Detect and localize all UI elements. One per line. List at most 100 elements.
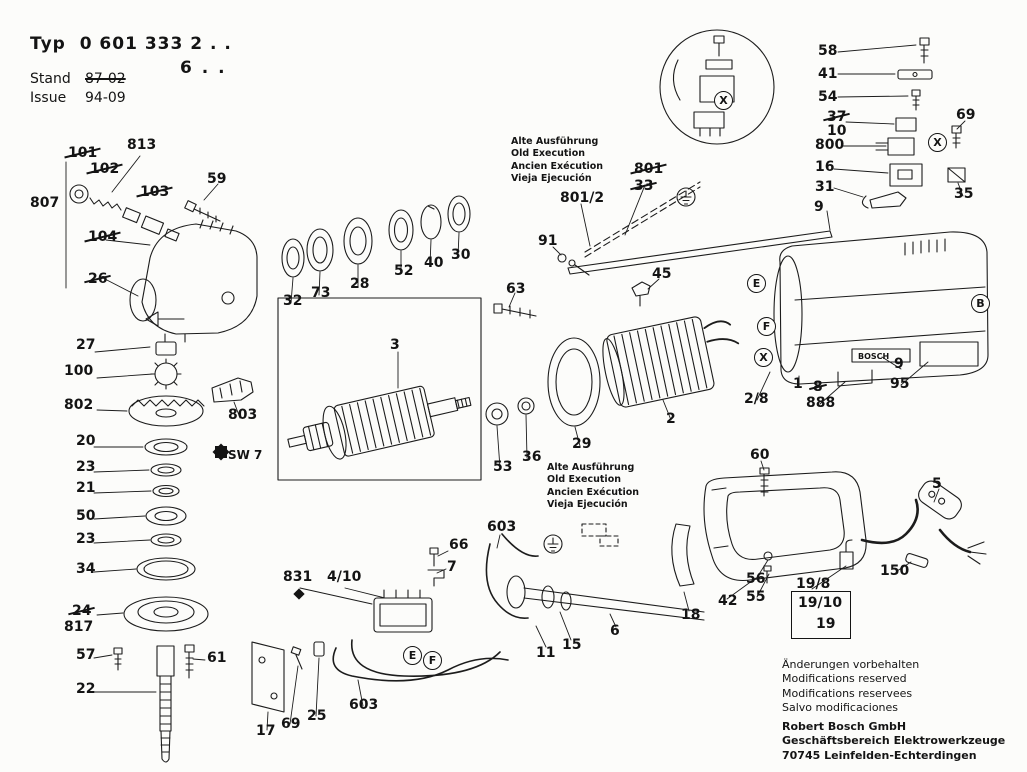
part-label-26: 26: [88, 271, 108, 287]
part-label-803: 803: [228, 407, 258, 423]
screw-59-drawing: [184, 200, 221, 223]
part-label-603b: 603: [487, 519, 517, 535]
footer-company: 70745 Leinfelden-Echterdingen: [782, 748, 977, 762]
part-label-802: 802: [64, 397, 94, 413]
part-label-1: 1: [793, 376, 803, 392]
part-label-55: 55: [746, 589, 766, 605]
part-label-18: 18: [681, 607, 701, 623]
part-label-19-10: 19/10: [798, 595, 843, 611]
star-marker-icon: [293, 588, 305, 600]
part-label-9-rod: 9: [814, 199, 824, 215]
callout-b: B: [971, 294, 990, 313]
switch-pushrod-drawing: [506, 575, 705, 621]
wiring-harness-drawing: [332, 523, 619, 682]
screw-63-drawing: [493, 303, 537, 319]
part-label-102: 102: [90, 161, 120, 177]
power-cord-plug-drawing: [860, 480, 987, 565]
stand-label: Stand: [30, 71, 71, 87]
footer-company: Robert Bosch GmbH: [782, 720, 907, 734]
callout-e-mid: E: [747, 274, 766, 293]
callout-e-bottom: E: [403, 646, 422, 665]
callout-f-mid: F: [757, 317, 776, 336]
part-label-40: 40: [424, 255, 444, 271]
part-label-813: 813: [127, 137, 157, 153]
air-deflector-ring-drawing: [547, 337, 601, 427]
note-line: Vieja Ejecución: [547, 499, 628, 511]
part-label-19-8: 19/8: [796, 576, 831, 592]
part-label-59: 59: [207, 171, 227, 187]
footer-line: Salvo modificaciones: [782, 700, 899, 714]
part-label-60: 60: [750, 447, 770, 463]
part-label-63: 63: [506, 281, 526, 297]
old-execution-note-1: Alte Ausführung Old Execution Ancien Exé…: [511, 136, 603, 185]
part-label-45: 45: [652, 266, 672, 282]
part-label-2-8: 2/8: [744, 391, 769, 407]
frame-19-box: [791, 591, 851, 639]
part-label-603a: 603: [349, 697, 379, 713]
part-label-150: 150: [880, 563, 910, 579]
part-label-23a: 23: [76, 459, 96, 475]
field-stator-drawing: [602, 316, 740, 408]
part-label-42: 42: [718, 593, 738, 609]
part-label-801: 801: [634, 161, 664, 177]
part-label-15: 15: [562, 637, 582, 653]
part-label-6: 6: [610, 623, 620, 639]
part-label-101: 101: [68, 145, 98, 161]
footer-line: Modifications reserved: [782, 672, 907, 686]
footer-legal-block: Änderungen vorbehalten Modifications res…: [782, 658, 1005, 763]
part-label-23b: 23: [76, 531, 96, 547]
callout-f-bottom: F: [423, 651, 442, 670]
part-label-5: 5: [932, 476, 942, 492]
part-label-25: 25: [307, 708, 327, 724]
bosch-nameplate-text: BOSCH: [858, 352, 889, 361]
brush-cap-drawing: [671, 523, 695, 587]
switch-parts-column-drawing: [861, 37, 966, 209]
brush-holder-rod-drawing: [567, 230, 833, 275]
part-label-104: 104: [88, 229, 118, 245]
small-fasteners-drawing: [290, 641, 325, 670]
issue-label: Issue: [30, 90, 67, 106]
callout-x-mid: X: [754, 348, 773, 367]
part-label-30: 30: [451, 247, 471, 263]
terminal-parts-91-drawing: [557, 253, 590, 276]
footer-company: Geschäftsbereich Elektrowerkzeuge: [782, 734, 1006, 748]
callout-x-right: X: [928, 133, 947, 152]
part-label-807: 807: [30, 195, 60, 211]
part-label-9-plate: 9: [894, 356, 904, 372]
part-label-11: 11: [536, 645, 556, 661]
part-label-27: 27: [76, 337, 96, 353]
note-line: Old Execution: [547, 474, 621, 486]
part-label-28: 28: [350, 276, 370, 292]
cable-sleeve-drawing: [905, 553, 929, 568]
part-label-32: 32: [283, 293, 303, 309]
part-label-33: 33: [634, 178, 654, 194]
armature-drawing: [287, 385, 472, 460]
stand-value: 87-02: [85, 71, 126, 87]
brush-screw-washer-drawing: [763, 551, 773, 584]
footer-line: Änderungen vorbehalten: [782, 658, 920, 671]
small-bearing-ring-drawing: [485, 397, 535, 426]
part-label-35: 35: [954, 186, 974, 202]
old-execution-note-2: Alte Ausführung Old Execution Ancien Exé…: [547, 462, 639, 511]
armature-pinion-drawing: [211, 377, 254, 403]
part-label-800: 800: [815, 137, 845, 153]
clip-45-drawing: [631, 281, 651, 307]
part-label-50: 50: [76, 508, 96, 524]
part-label-29: 29: [572, 436, 592, 452]
part-label-17: 17: [256, 723, 276, 739]
motor-housing-drawing: [773, 231, 989, 387]
wrench-size-note: SW 7: [228, 448, 263, 462]
part-label-16: 16: [815, 159, 835, 175]
part-label-53: 53: [493, 459, 513, 475]
part-label-103: 103: [140, 184, 170, 200]
type-number-line: Typ 0 601 333 2 . .: [30, 34, 232, 54]
note-line: Ancien Exécution: [547, 486, 640, 498]
part-label-2: 2: [666, 411, 676, 427]
old-execution-rod-drawing: [584, 181, 701, 258]
part-label-36: 36: [522, 449, 542, 465]
part-label-31: 31: [815, 179, 835, 195]
part-label-69b: 69: [956, 107, 976, 123]
bearing-rings-row-drawing: [281, 195, 471, 278]
wrench-star-icon: [212, 443, 230, 461]
part-label-20: 20: [76, 433, 96, 449]
